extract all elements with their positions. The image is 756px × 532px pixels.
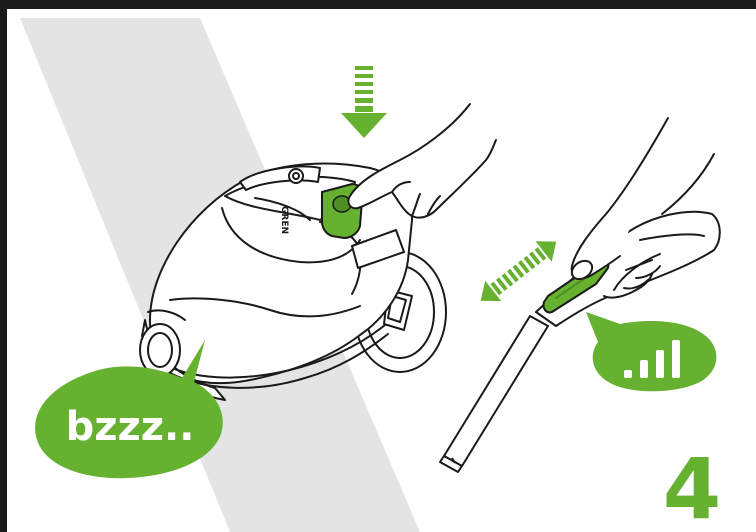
hand-pressing: [347, 103, 497, 219]
arrow-down-icon: [341, 66, 387, 138]
hand-holding: [570, 117, 715, 299]
double-arrow-icon: [480, 241, 557, 302]
signal-bars-icon: [624, 340, 680, 378]
brand-mark: GREN: [279, 206, 289, 234]
step-number: 4: [663, 440, 721, 532]
top-frame-bar: [0, 0, 756, 9]
suction-tube: [439, 311, 557, 473]
speech-text: bzzz..: [66, 404, 195, 450]
left-frame-line: [0, 9, 7, 532]
speech-bubble: bzzz..: [35, 340, 223, 479]
signal-bubble: [586, 312, 717, 392]
